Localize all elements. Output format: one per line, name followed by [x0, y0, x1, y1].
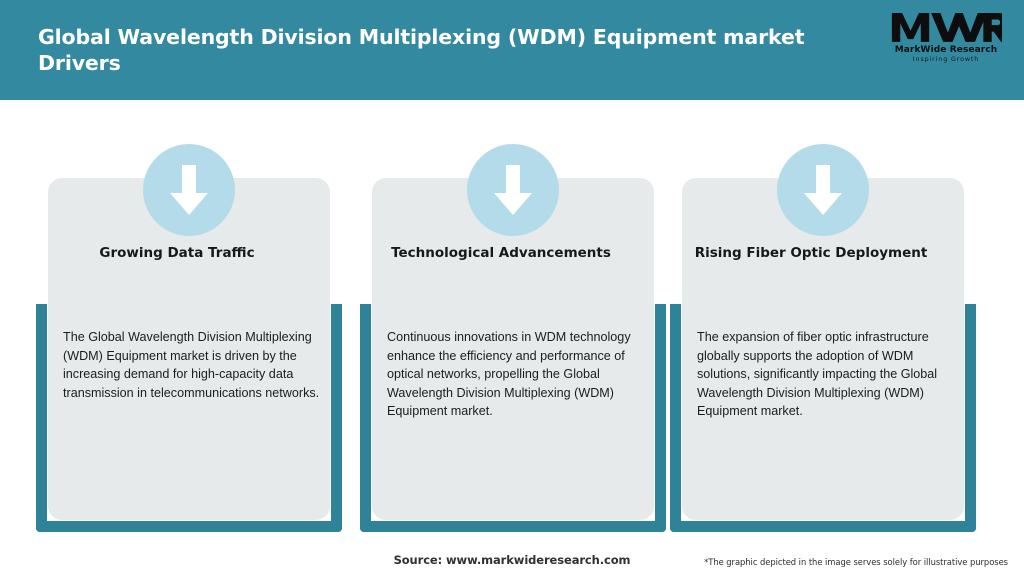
card-body: Continuous innovations in WDM technology…	[387, 330, 631, 419]
driver-card-1: Growing Data Traffic The Global Waveleng…	[36, 100, 342, 540]
card-bracket	[670, 304, 976, 532]
card-body: The expansion of fiber optic infrastruct…	[697, 330, 938, 419]
card-body: The Global Wavelength Division Multiplex…	[63, 330, 320, 400]
driver-card-3: Rising Fiber Optic Deployment The expans…	[670, 100, 976, 540]
source-label: Source: www.markwideresearch.com	[393, 553, 631, 567]
page-title: Global Wavelength Division Multiplexing …	[38, 25, 805, 75]
card-bracket	[360, 304, 666, 532]
down-arrow-icon	[467, 144, 559, 236]
brand-logo: MarkWide Research Inspiring Growth	[890, 10, 1002, 70]
drivers-card-row: Growing Data Traffic The Global Waveleng…	[0, 100, 1024, 540]
card-bracket	[36, 304, 342, 532]
down-arrow-icon	[777, 144, 869, 236]
driver-card-2: Technological Advancements Continuous in…	[360, 100, 666, 540]
header-bar: Global Wavelength Division Multiplexing …	[0, 0, 1024, 100]
logo-tagline: Inspiring Growth	[912, 56, 980, 63]
card-title: Technological Advancements	[391, 245, 611, 261]
card-title: Growing Data Traffic	[99, 245, 255, 261]
logo-company-name: MarkWide Research	[894, 45, 998, 55]
card-title: Rising Fiber Optic Deployment	[694, 245, 928, 261]
down-arrow-icon	[143, 144, 235, 236]
mwr-logo-icon	[891, 13, 1002, 42]
disclaimer-note: *The graphic depicted in the image serve…	[704, 557, 1008, 567]
